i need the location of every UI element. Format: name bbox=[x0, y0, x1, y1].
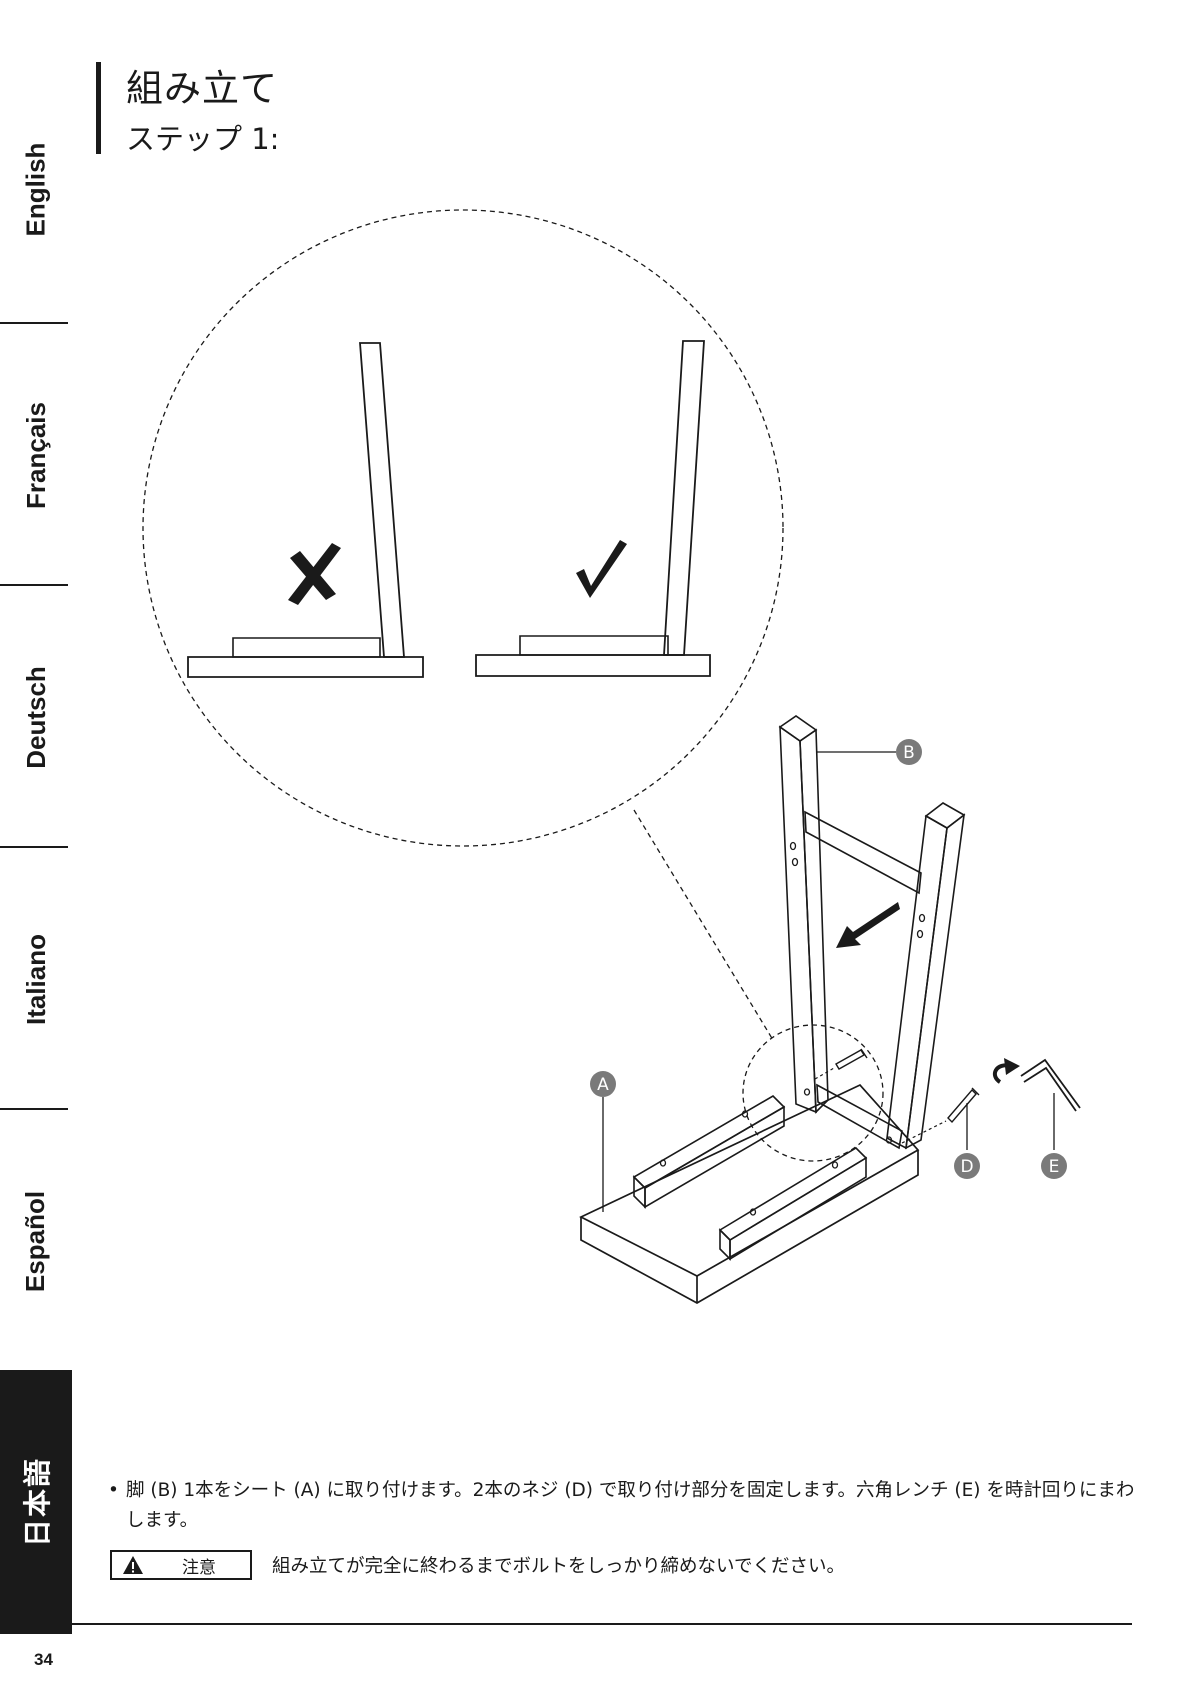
warning-icon bbox=[122, 1555, 144, 1575]
wrong-example bbox=[188, 343, 423, 677]
page-number: 34 bbox=[34, 1650, 53, 1670]
cross-mark-icon bbox=[288, 543, 341, 605]
seat-rail bbox=[634, 1096, 866, 1259]
instruction-body: 脚 (B) 1本をシート (A) に取り付けます。2本のネジ (D) で取り付け… bbox=[126, 1476, 1138, 1536]
instruction-text: • 脚 (B) 1本をシート (A) に取り付けます。2本のネジ (D) で取り… bbox=[108, 1476, 1138, 1536]
hex-wrench-e bbox=[1021, 1060, 1080, 1111]
footer-rule bbox=[0, 1623, 1132, 1625]
leg-part-b bbox=[780, 716, 964, 1148]
caution-badge: 注意 bbox=[110, 1550, 252, 1580]
callout-label: B bbox=[903, 743, 915, 763]
caution-text: 組み立てが完全に終わるまでボルトをしっかり締めないでください。 bbox=[272, 1552, 845, 1578]
lang-tab-label: 日本語 bbox=[16, 1457, 56, 1547]
detail-connector bbox=[634, 810, 773, 1040]
callout-label: A bbox=[597, 1075, 609, 1095]
caution-label: 注意 bbox=[182, 1553, 216, 1578]
lang-tab-japanese[interactable]: 日本語 bbox=[0, 1370, 72, 1634]
seat-part-a bbox=[581, 1085, 918, 1303]
detail-circle bbox=[143, 210, 783, 846]
push-arrow-icon bbox=[836, 902, 900, 948]
callout-label: D bbox=[960, 1157, 973, 1177]
check-mark-icon bbox=[576, 540, 627, 598]
bullet: • bbox=[108, 1476, 126, 1536]
callout-label: E bbox=[1049, 1157, 1060, 1177]
right-example bbox=[476, 341, 710, 676]
assembly-illustration: B A D E bbox=[0, 0, 1192, 1400]
caution-notice: 注意 組み立てが完全に終わるまでボルトをしっかり締めないでください。 bbox=[110, 1550, 845, 1580]
